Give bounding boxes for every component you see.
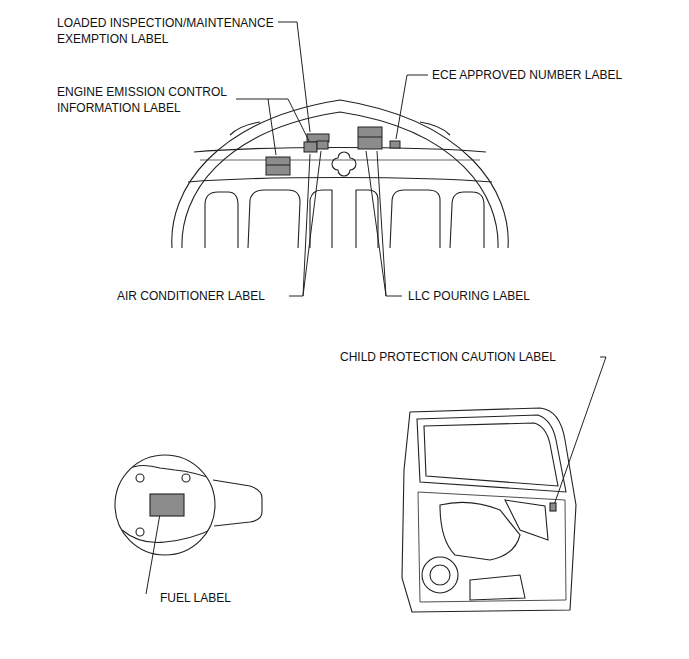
part-label: AIR CONDITIONER LABEL — [117, 288, 265, 304]
hood-underside — [172, 100, 508, 248]
part-label: CHILD PROTECTION CAUTION LABEL — [340, 349, 556, 365]
part-label: FUEL LABEL — [160, 590, 231, 606]
part-label: LOADED INSPECTION/MAINTENANCE EXEMPTION … — [57, 15, 297, 47]
fuel-inset — [115, 455, 262, 555]
part-label: ECE APPROVED NUMBER LABEL — [432, 67, 622, 83]
part-label: LLC POURING LABEL — [408, 288, 530, 304]
label-patches — [266, 127, 400, 175]
part-label: ENGINE EMISSION CONTROL INFORMATION LABE… — [57, 84, 247, 116]
rear-door — [402, 408, 576, 612]
